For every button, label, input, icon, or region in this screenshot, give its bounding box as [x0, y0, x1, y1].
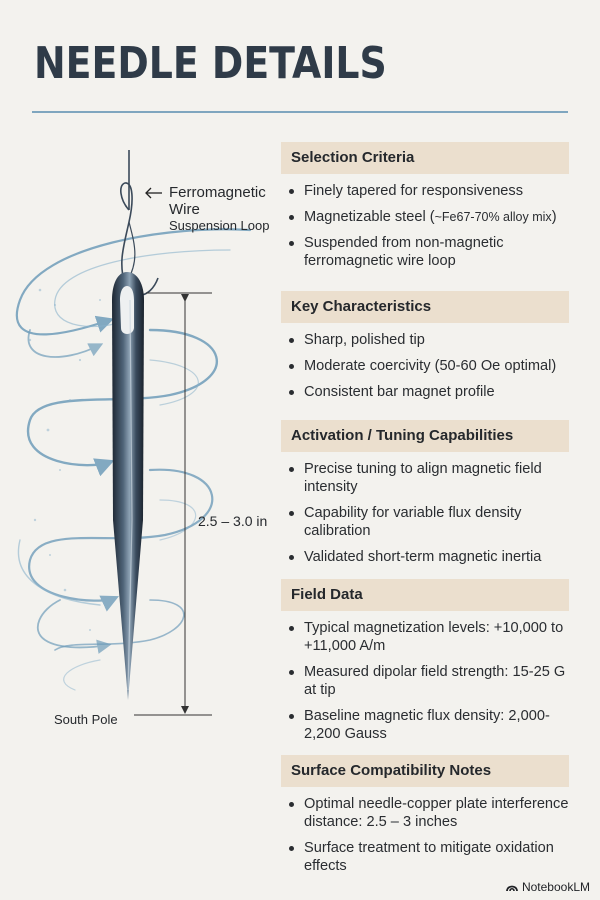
notebooklm-logo-icon: [506, 885, 518, 892]
title-divider: [32, 111, 568, 113]
footer-brand-label: NotebookLM: [521, 880, 590, 894]
flux-particles: [28, 288, 101, 631]
section-heading: Key Characteristics: [281, 291, 569, 323]
list-item: Consistent bar magnet profile: [281, 383, 569, 401]
needle-illustration: [16, 150, 252, 716]
section-heading: Field Data: [281, 579, 569, 611]
list-item: Measured dipolar field strength: 15-25 G…: [281, 663, 569, 699]
wire-pointer-arrow: [145, 187, 162, 199]
needle-length-label: 2.5 – 3.0 in: [198, 513, 268, 529]
suspension-loop-label: Suspension Loop: [169, 218, 270, 233]
magnetic-flux-swirl: [16, 228, 252, 691]
section-heading: Activation / Tuning Capabilities: [281, 420, 569, 452]
list-item: Suspended from non-magnetic ferromagneti…: [281, 234, 569, 270]
south-pole-label: South Pole: [54, 712, 118, 727]
needle: [112, 272, 144, 700]
list-item: Moderate coercivity (50-60 Oe optimal): [281, 357, 569, 375]
section-heading: Surface Compatibility Notes: [281, 755, 569, 787]
list-item: Typical magnetization levels: +10,000 to…: [281, 619, 569, 655]
list-item: Sharp, polished tip: [281, 331, 569, 349]
list-item: Finely tapered for responsiveness: [281, 182, 569, 200]
section-surface-compatibility: Surface Compatibility Notes Optimal need…: [281, 755, 569, 875]
section-activation-tuning: Activation / Tuning Capabilities Precise…: [281, 420, 569, 566]
list-item: Capability for variable flux density cal…: [281, 504, 569, 540]
section-field-data: Field Data Typical magnetization levels:…: [281, 579, 569, 743]
list-item: Baseline magnetic flux density: 2,000-2,…: [281, 707, 569, 743]
footer-branding: NotebookLM: [506, 880, 590, 894]
list-item: Precise tuning to align magnetic field i…: [281, 460, 569, 496]
list-item: Optimal needle-copper plate interference…: [281, 795, 569, 831]
section-selection-criteria: Selection Criteria Finely tapered for re…: [281, 142, 569, 270]
section-heading: Selection Criteria: [281, 142, 569, 174]
list-item: Surface treatment to mitigate oxidation …: [281, 839, 569, 875]
page-title: NEEDLE DETAILS: [34, 38, 387, 89]
section-key-characteristics: Key Characteristics Sharp, polished tip …: [281, 291, 569, 401]
list-item: Validated short-term magnetic inertia: [281, 548, 569, 566]
length-dimension-line: [134, 292, 212, 716]
ferromagnetic-wire-label: Ferromagnetic Wire: [169, 184, 266, 218]
list-item: Magnetizable steel (~Fe67-70% alloy mix): [281, 208, 569, 226]
